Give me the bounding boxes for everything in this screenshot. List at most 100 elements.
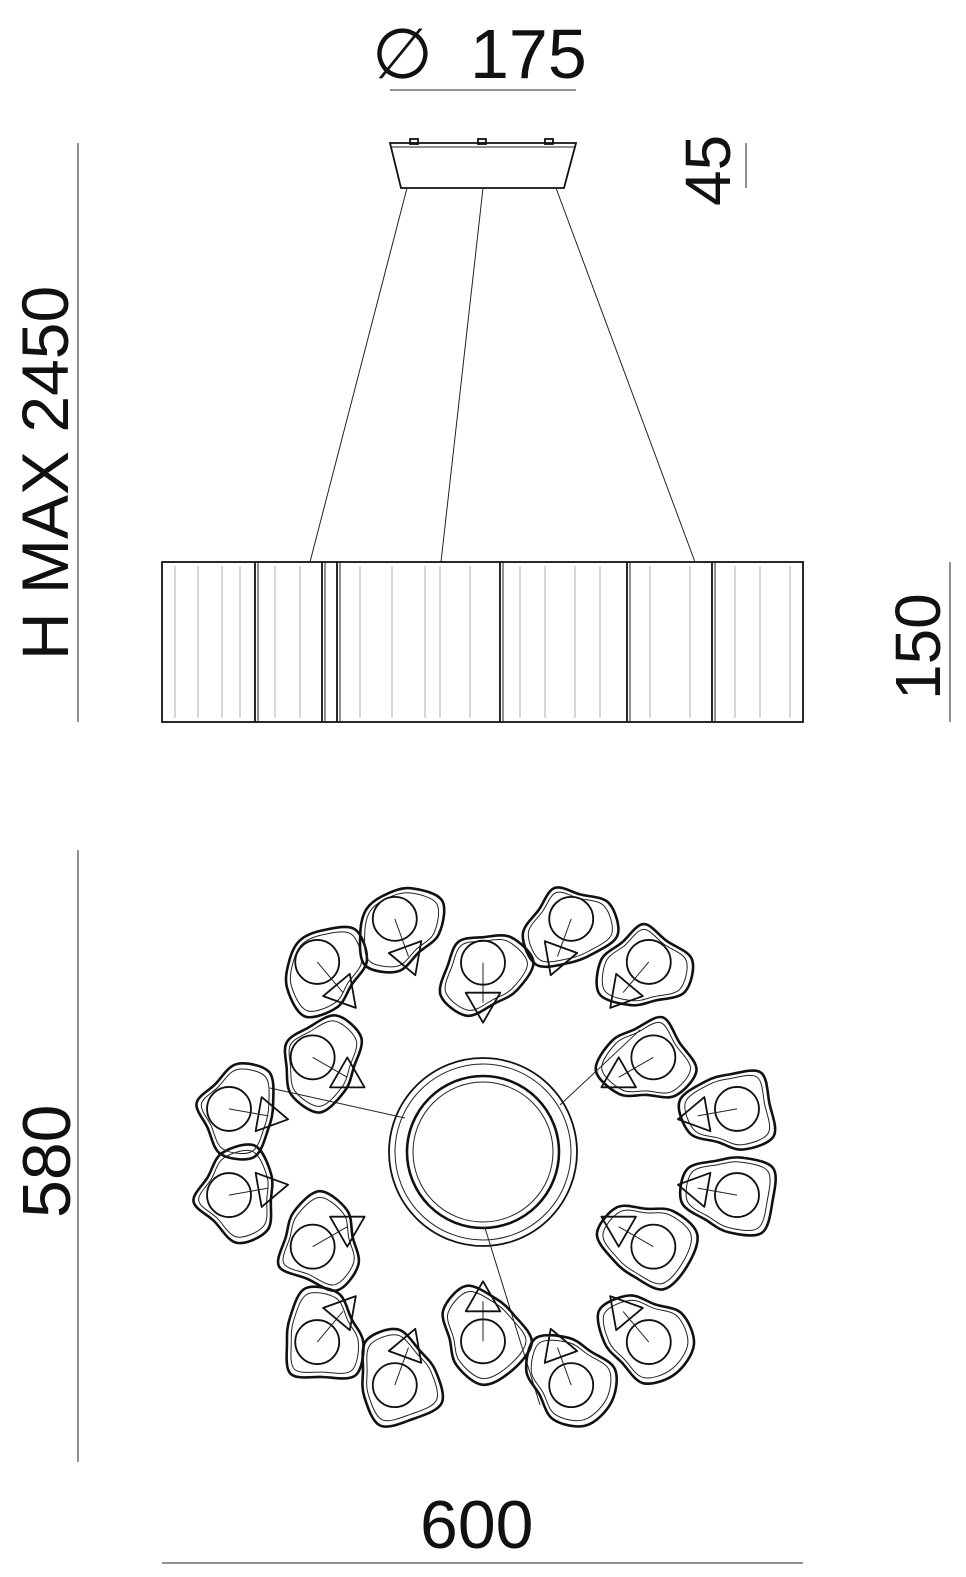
bulb-arm	[312, 1226, 348, 1248]
link-loop-inner	[282, 1196, 355, 1286]
central-ring-hole	[412, 1081, 554, 1223]
link-loop-outer	[276, 1189, 361, 1293]
link-connector	[464, 1280, 502, 1313]
link-loop-outer	[192, 1143, 274, 1245]
link-loop-inner	[601, 928, 688, 1002]
link-connector	[609, 972, 644, 1009]
link-loop-outer	[361, 1327, 445, 1428]
bulb	[625, 939, 672, 985]
link-loop-inner	[684, 1074, 771, 1146]
bulb-arm	[228, 1108, 269, 1117]
link-loop-outer	[441, 1284, 534, 1387]
link-connector	[600, 1215, 637, 1248]
bulb-arm	[618, 1226, 654, 1248]
plan-depth-dimension: 580	[9, 850, 85, 1462]
diameter-symbol: ∅	[372, 15, 433, 93]
link-loop-inner	[366, 1334, 438, 1422]
link-loop-outer	[677, 1069, 777, 1151]
link-connector	[543, 1327, 579, 1364]
link-connector	[254, 1096, 290, 1133]
bulb	[206, 1086, 252, 1132]
link-loop-inner	[685, 1161, 771, 1232]
link-connector	[600, 1056, 637, 1089]
canopy-screw-right	[544, 138, 554, 145]
link-loop-outer	[595, 922, 695, 1007]
link-loop-outer	[283, 1014, 364, 1114]
bulb	[714, 1172, 760, 1218]
link-loop-inner	[364, 892, 440, 968]
bulb	[630, 1223, 677, 1270]
link-loop-inner	[447, 1290, 527, 1380]
bulb	[625, 1319, 672, 1365]
link-loop-inner	[530, 1339, 612, 1422]
bulb	[630, 1034, 677, 1081]
cable-right	[555, 187, 696, 563]
canopy-diameter-dimension: ∅ 175	[372, 15, 587, 93]
bulb-arm	[697, 1187, 738, 1196]
link-connector	[322, 972, 357, 1009]
canopy-diameter-label: 175	[470, 15, 587, 93]
canopy-screw-left	[409, 138, 419, 145]
bulb-arm	[697, 1108, 738, 1117]
bulb-arm	[316, 1311, 344, 1343]
max-height-dimension: H MAX 2450	[8, 143, 82, 722]
central-ring-outer	[388, 1057, 578, 1247]
bulb	[548, 895, 595, 942]
link-loop-outer	[524, 1333, 618, 1428]
canopy-height-label: 45	[672, 135, 744, 206]
shade-height-label: 150	[882, 593, 954, 700]
canopy-screw-center	[477, 138, 487, 145]
link-loop-outer	[284, 925, 369, 1019]
plan-links	[192, 886, 777, 1428]
bulb	[371, 1362, 418, 1409]
shade-body	[161, 561, 804, 723]
bulb-arm	[622, 1311, 650, 1343]
link-loop-inner	[601, 1021, 692, 1094]
bulb	[294, 939, 341, 985]
plan-width-dimension: 600	[162, 1487, 803, 1564]
bulb	[289, 1034, 336, 1081]
plan-width-label: 600	[420, 1487, 533, 1563]
bulb	[371, 895, 418, 942]
link-loop-inner	[288, 1020, 358, 1107]
link-loop-outer	[358, 886, 446, 974]
link-loop-inner	[198, 1149, 269, 1238]
bulb-arm	[557, 1347, 572, 1386]
bulb-arm	[622, 961, 650, 993]
shade-vertical-lines	[174, 562, 791, 722]
link-loop-outer	[596, 1294, 696, 1385]
link-loop-outer	[521, 886, 620, 969]
bulb	[206, 1172, 252, 1218]
link-loop-inner	[602, 1209, 692, 1285]
bulb-arm	[557, 918, 572, 957]
central-ring-mid	[394, 1063, 572, 1241]
link-connector	[254, 1171, 290, 1208]
plan-cable-left	[269, 1087, 406, 1119]
bulb	[548, 1362, 595, 1409]
link-loop-outer	[595, 1204, 699, 1291]
plan-cable-bottom	[484, 1227, 541, 1406]
ceiling-canopy	[388, 142, 578, 189]
shade-height-dimension: 150	[882, 562, 954, 722]
bulb	[714, 1086, 760, 1132]
link-connector	[387, 940, 423, 977]
bulb-arm	[618, 1056, 654, 1078]
plan-depth-label: 580	[9, 1105, 85, 1218]
link-loop-outer	[195, 1062, 275, 1161]
link-connector	[677, 1171, 712, 1208]
bulb-arm	[312, 1056, 348, 1078]
link-loop-inner	[527, 891, 613, 963]
link-loop-inner	[602, 1299, 689, 1379]
bulb-arm	[394, 1347, 409, 1386]
link-connector	[677, 1096, 712, 1133]
link-loop-outer	[285, 1285, 365, 1380]
link-connector	[464, 991, 502, 1024]
max-height-label: H MAX 2450	[8, 286, 82, 660]
side-elevation	[161, 138, 804, 723]
bulb-arm	[394, 918, 409, 957]
link-loop-outer	[678, 1156, 777, 1237]
link-connector	[387, 1327, 423, 1364]
link-connector	[609, 1295, 644, 1332]
plan-view	[192, 886, 777, 1428]
